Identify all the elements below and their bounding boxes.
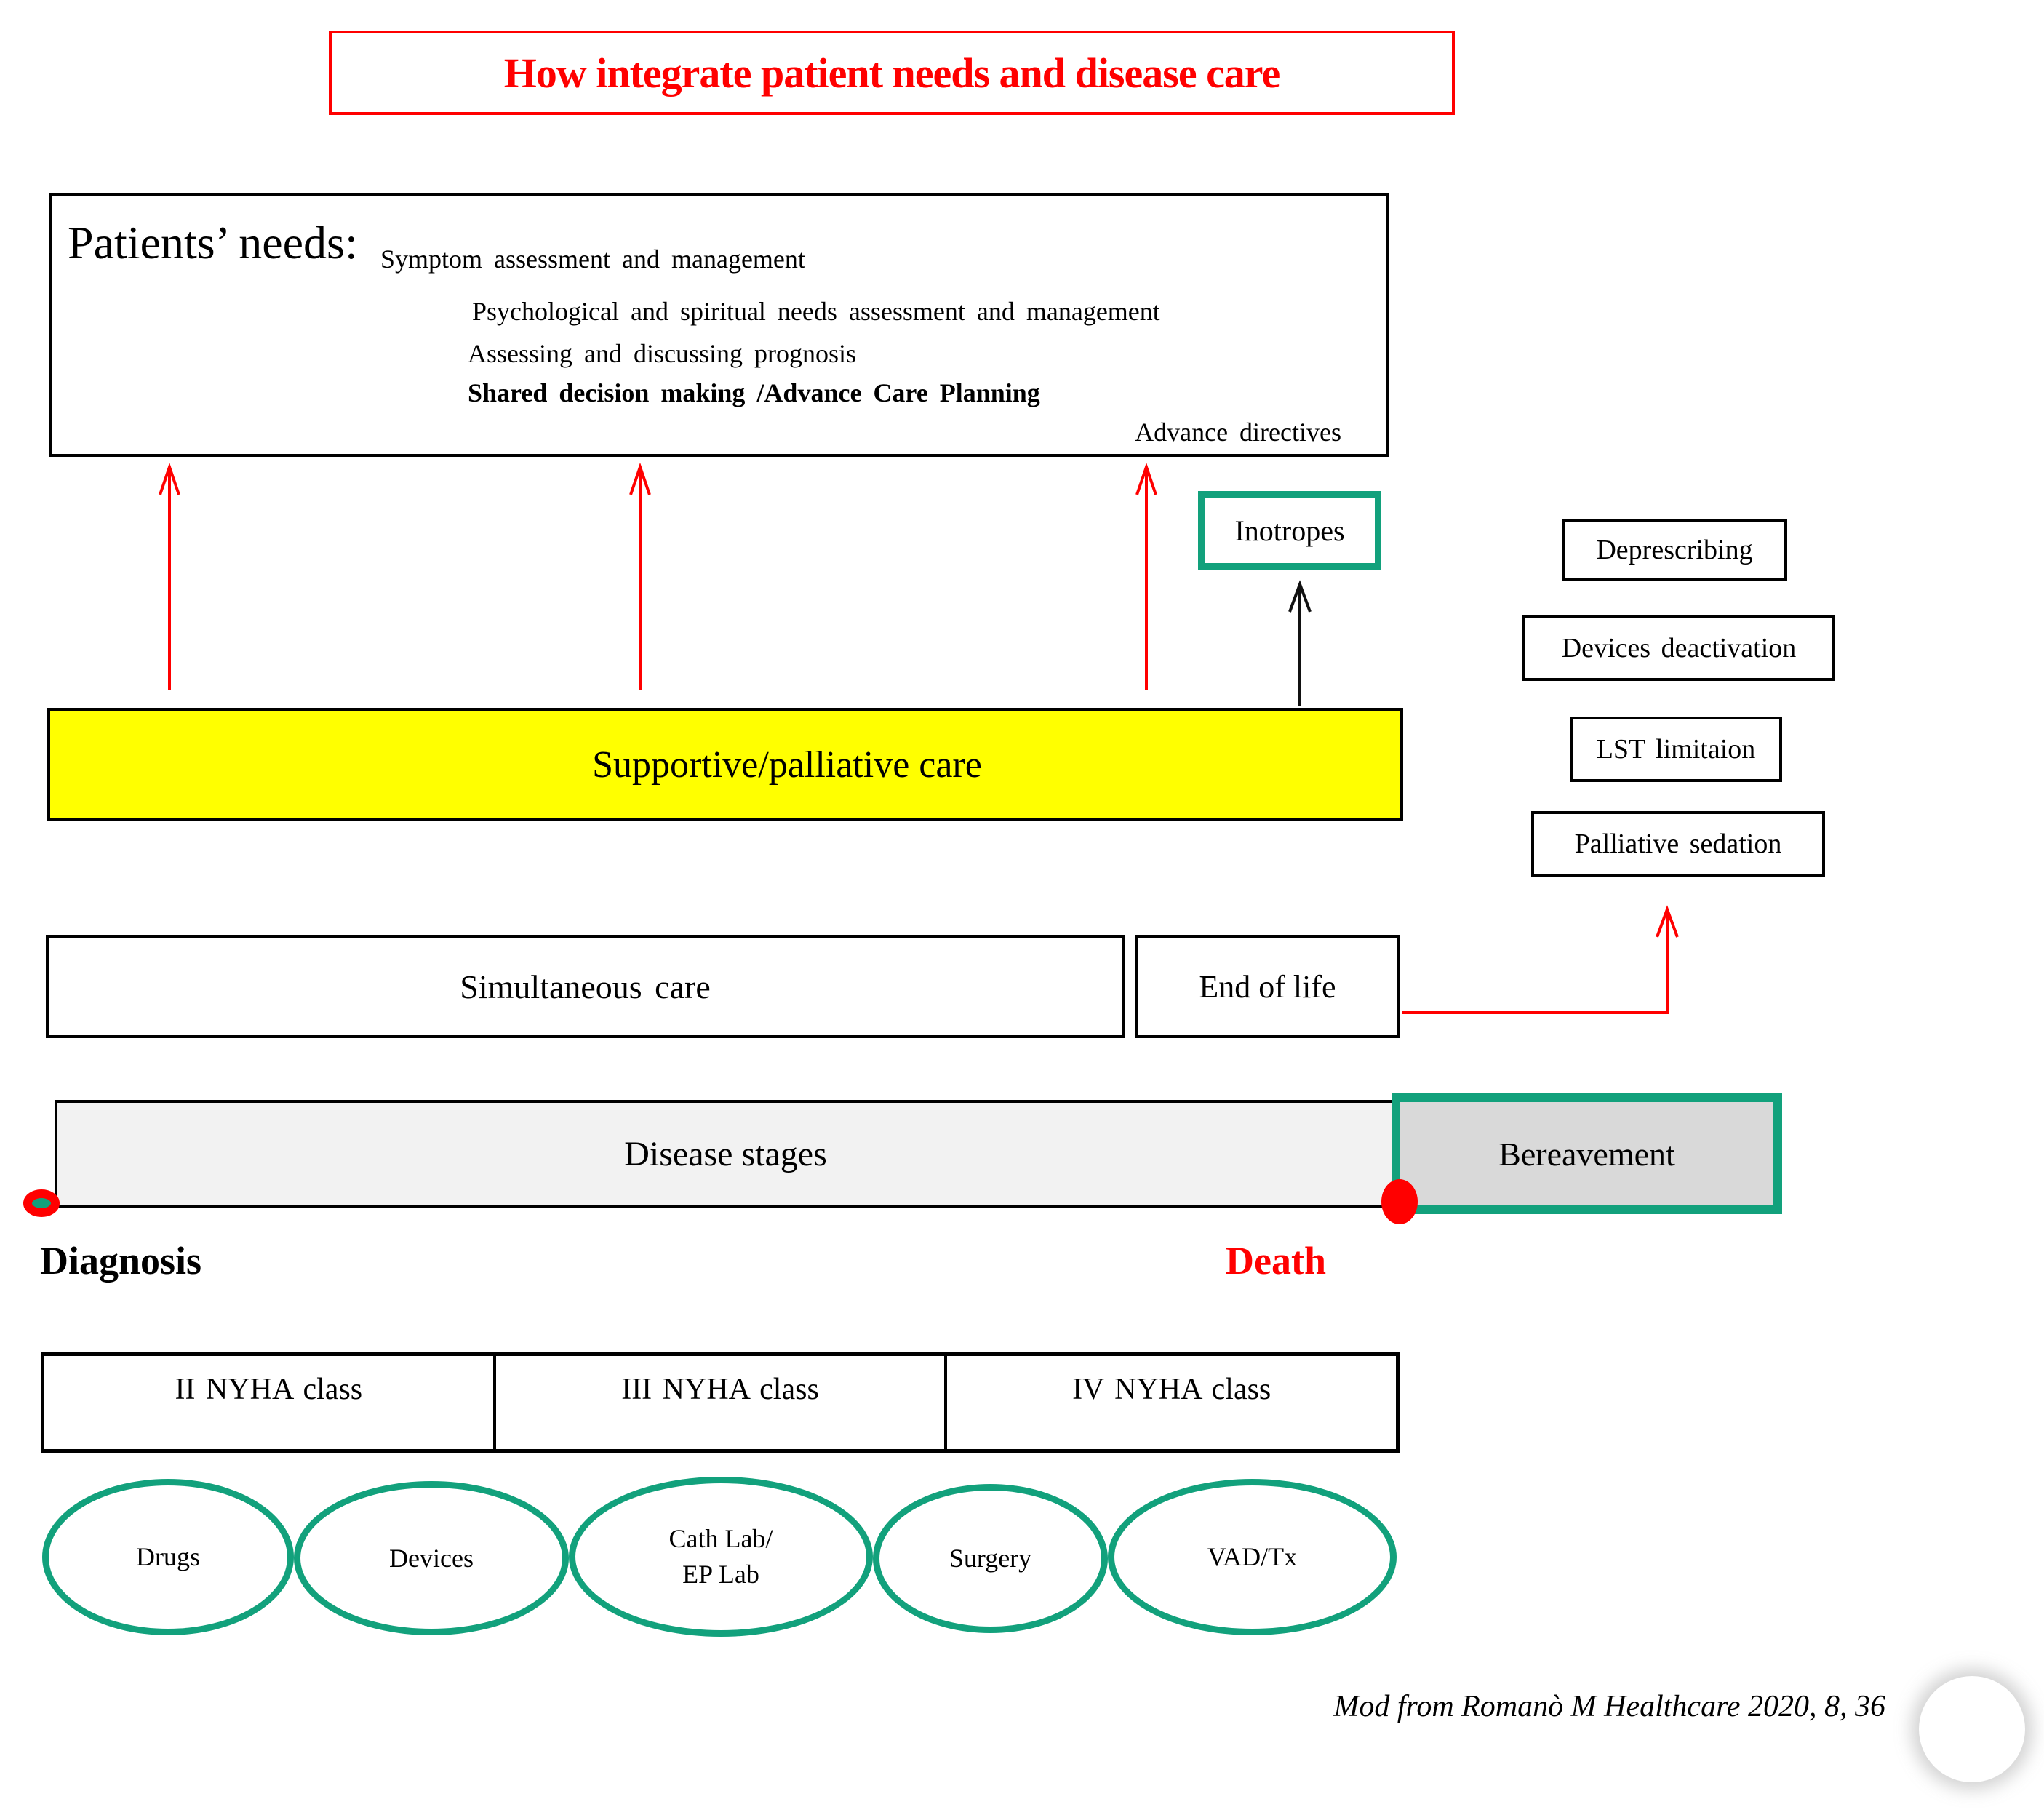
devices-label: Devices bbox=[389, 1543, 474, 1573]
red-up-arrow-3 bbox=[1135, 462, 1157, 690]
nyha-cell-ii: II NYHA class bbox=[44, 1356, 493, 1449]
lst-limitation-box: LST limitaion bbox=[1570, 717, 1782, 782]
bereavement-label: Bereavement bbox=[1498, 1135, 1675, 1173]
slide-title: How integrate patient needs and disease … bbox=[329, 31, 1455, 115]
nyha-iv-label: IV NYHA class bbox=[1072, 1373, 1271, 1406]
disease-stages-bar: Disease stages bbox=[55, 1100, 1397, 1208]
inotropes-label: Inotropes bbox=[1234, 514, 1345, 547]
lst-limitation-label: LST limitaion bbox=[1596, 734, 1756, 765]
end-of-life-label: End of life bbox=[1199, 968, 1336, 1005]
cath-lab-ep-lab-ellipse: Cath Lab/ EP Lab bbox=[569, 1477, 873, 1637]
disease-stages-label: Disease stages bbox=[624, 1134, 827, 1173]
supportive-palliative-care-bar: Supportive/palliative care bbox=[47, 708, 1403, 821]
patients-needs-line-advance-directives: Advance directives bbox=[1135, 418, 1341, 447]
vad-tx-label: VAD/Tx bbox=[1207, 1542, 1298, 1572]
palliative-sedation-label: Palliative sedation bbox=[1574, 829, 1782, 859]
deprescribing-label: Deprescribing bbox=[1596, 535, 1753, 565]
cath-lab-label-line1: Cath Lab/ bbox=[668, 1524, 773, 1554]
nyha-class-table: II NYHA class III NYHA class IV NYHA cla… bbox=[41, 1352, 1400, 1453]
drugs-ellipse: Drugs bbox=[42, 1479, 294, 1635]
patients-needs-box: Patients’ needs: Symptom assessment and … bbox=[49, 193, 1389, 457]
cath-lab-label-line2: EP Lab bbox=[682, 1560, 759, 1589]
deprescribing-box: Deprescribing bbox=[1562, 519, 1787, 581]
end-of-life-bar: End of life bbox=[1135, 935, 1400, 1038]
bereavement-bar: Bereavement bbox=[1392, 1093, 1782, 1214]
slide-title-text: How integrate patient needs and disease … bbox=[503, 49, 1280, 97]
simultaneous-care-bar: Simultaneous care bbox=[46, 935, 1125, 1038]
devices-ellipse: Devices bbox=[294, 1481, 569, 1635]
nyha-cell-iii: III NYHA class bbox=[492, 1356, 945, 1449]
nyha-ii-label: II NYHA class bbox=[175, 1373, 363, 1406]
drugs-label: Drugs bbox=[136, 1542, 200, 1572]
supportive-palliative-care-label: Supportive/palliative care bbox=[592, 743, 982, 786]
end-of-life-to-palliative-sedation-arrow bbox=[1402, 905, 1679, 1014]
nyha-iii-label: III NYHA class bbox=[621, 1373, 819, 1406]
surgery-ellipse: Surgery bbox=[873, 1484, 1108, 1633]
devices-deactivation-label: Devices deactivation bbox=[1561, 633, 1797, 663]
red-up-arrow-2 bbox=[629, 462, 651, 690]
decorative-circle bbox=[1919, 1676, 2025, 1782]
patients-needs-line-symptom: Symptom assessment and management bbox=[380, 244, 805, 274]
simultaneous-care-label: Simultaneous care bbox=[460, 968, 711, 1005]
palliative-sedation-box: Palliative sedation bbox=[1531, 811, 1825, 877]
nyha-cell-iv: IV NYHA class bbox=[944, 1356, 1396, 1449]
diagnosis-label: Diagnosis bbox=[40, 1239, 202, 1283]
diagnosis-start-dot bbox=[23, 1189, 60, 1217]
citation-text: Mod from Romanò M Healthcare 2020, 8, 36 bbox=[1333, 1690, 1885, 1723]
patients-needs-line-prognosis: Assessing and discussing prognosis bbox=[468, 339, 857, 368]
patients-needs-line-psychological: Psychological and spiritual needs assess… bbox=[472, 297, 1160, 326]
vad-tx-ellipse: VAD/Tx bbox=[1108, 1479, 1397, 1635]
patients-needs-heading: Patients’ needs: bbox=[68, 217, 358, 268]
surgery-label: Surgery bbox=[949, 1544, 1032, 1573]
death-label: Death bbox=[1226, 1239, 1326, 1283]
red-up-arrow-1 bbox=[159, 462, 180, 690]
patients-needs-line-shared-decision: Shared decision making /Advance Care Pla… bbox=[468, 378, 1040, 407]
black-up-arrow-inotropes bbox=[1288, 580, 1312, 706]
devices-deactivation-box: Devices deactivation bbox=[1522, 615, 1835, 681]
inotropes-box: Inotropes bbox=[1198, 491, 1381, 570]
